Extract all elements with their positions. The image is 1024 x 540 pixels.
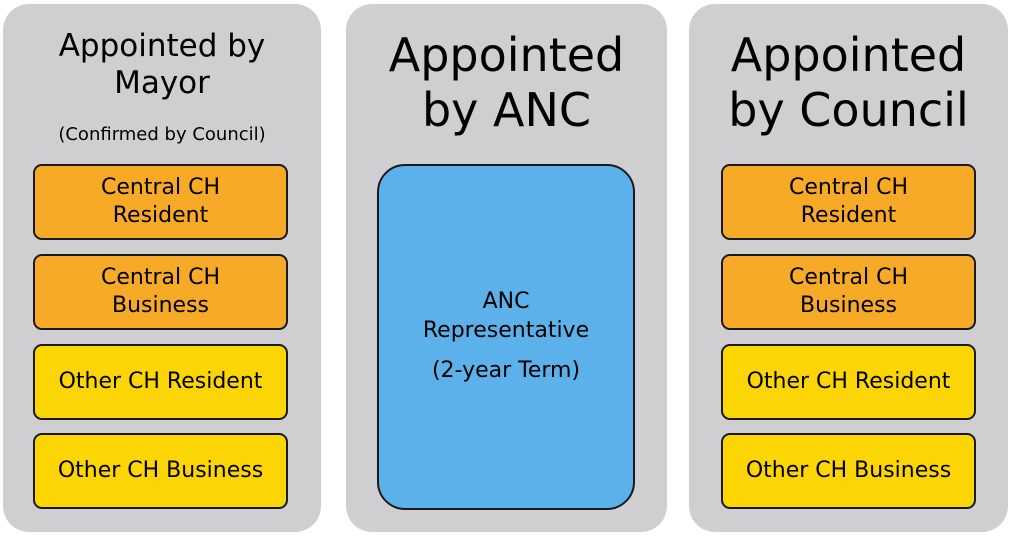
mayor-box4-label: Other CH Business xyxy=(57,457,264,483)
mayor-central-resident-box: Central CH Resident xyxy=(33,164,288,240)
mayor-heading-line2: Mayor xyxy=(114,65,210,102)
anc-box-line2: Representative xyxy=(422,317,590,343)
council-other-business-box: Other CH Business xyxy=(721,433,976,509)
anc-representative-box: ANC Representative (2-year Term) xyxy=(377,164,635,510)
mayor-column: Appointed by Mayor (Confirmed by Council… xyxy=(3,4,321,532)
mayor-box2-line1: Central CH xyxy=(100,264,220,290)
council-other-resident-box: Other CH Resident xyxy=(721,344,976,420)
mayor-box1-line1: Central CH xyxy=(100,174,220,200)
council-box3-label: Other CH Resident xyxy=(746,368,951,394)
anc-column: Appointed by ANC ANC Representative (2-y… xyxy=(346,4,667,532)
mayor-heading: Appointed by Mayor xyxy=(3,28,321,102)
council-central-business-box: Central CH Business xyxy=(721,254,976,330)
council-heading-line1: Appointed xyxy=(730,28,967,82)
anc-heading: Appointed by ANC xyxy=(346,28,667,138)
mayor-box3-label: Other CH Resident xyxy=(58,368,263,394)
council-central-resident-box: Central CH Resident xyxy=(721,164,976,240)
mayor-central-business-box: Central CH Business xyxy=(33,254,288,330)
council-heading-line2: by Council xyxy=(728,83,969,138)
council-heading: Appointed by Council xyxy=(689,28,1008,138)
council-box1-line2: Resident xyxy=(800,203,897,228)
anc-heading-line2: by ANC xyxy=(421,83,592,138)
anc-box-line1: ANC xyxy=(482,289,530,315)
anc-term-label: (2-year Term) xyxy=(431,358,581,384)
mayor-subheading: (Confirmed by Council) xyxy=(58,124,266,145)
council-box2-line2: Business xyxy=(799,293,897,318)
mayor-heading-line1: Appointed by xyxy=(58,28,266,64)
mayor-box1-line2: Resident xyxy=(112,203,209,228)
council-box2-line1: Central CH xyxy=(788,264,908,290)
mayor-other-business-box: Other CH Business xyxy=(33,433,288,509)
council-box4-label: Other CH Business xyxy=(745,457,952,483)
anc-heading-line1: Appointed xyxy=(388,28,625,82)
council-box1-line1: Central CH xyxy=(788,174,908,200)
mayor-other-resident-box: Other CH Resident xyxy=(33,344,288,420)
mayor-box2-line2: Business xyxy=(111,293,209,318)
